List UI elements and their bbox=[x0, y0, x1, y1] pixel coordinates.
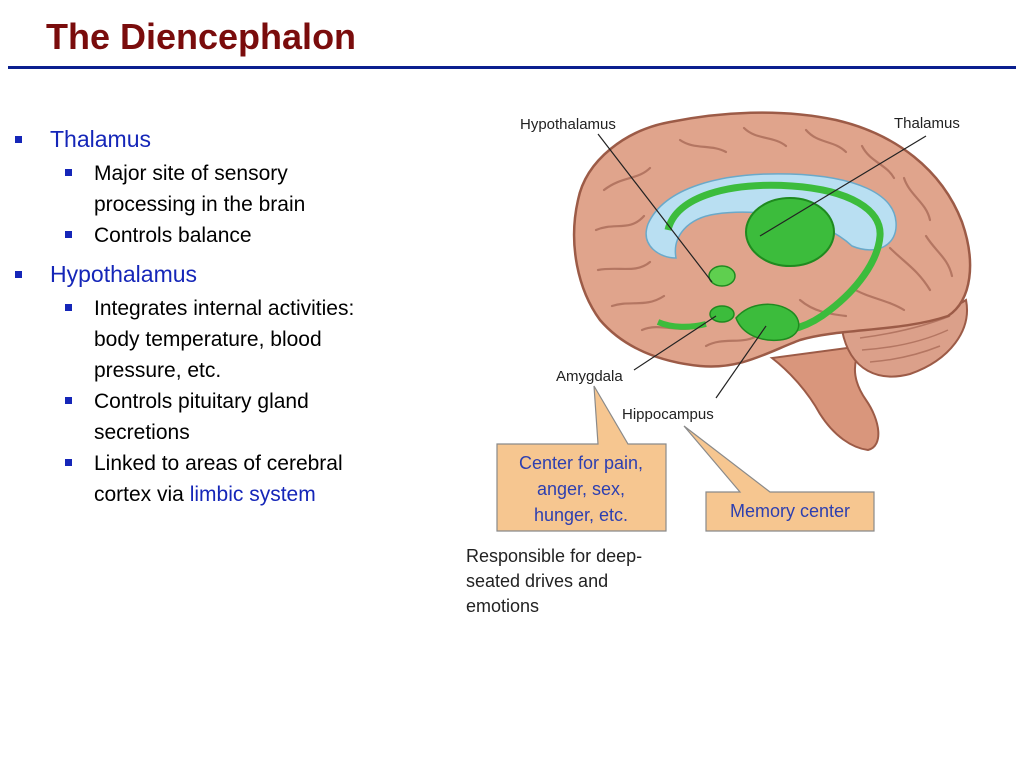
subitem-text: processing in the brain bbox=[94, 193, 306, 216]
bullet-list: Thalamus Major site of sensory processin… bbox=[12, 124, 432, 518]
slide-title: The Diencephalon bbox=[46, 16, 357, 57]
subitem: Controls balance bbox=[12, 220, 432, 251]
subitem-text: Major site of sensory bbox=[94, 162, 288, 185]
limbic-fornix bbox=[664, 181, 884, 334]
label-amygdala: Amygdala bbox=[556, 368, 623, 385]
subitem: Integrates internal activities: body tem… bbox=[12, 293, 432, 386]
bullet-square-icon bbox=[65, 304, 72, 311]
hypothalamus-subitems: Integrates internal activities: body tem… bbox=[12, 293, 432, 510]
callout-pain-line: anger, sex, bbox=[537, 479, 625, 499]
subitem: Linked to areas of cerebral cortex via l… bbox=[12, 448, 432, 510]
thalamus-shape bbox=[745, 197, 835, 267]
callout-pain-line: Center for pain, bbox=[519, 453, 643, 473]
callout-memory-box bbox=[683, 425, 875, 532]
bullet-square-icon bbox=[15, 136, 22, 143]
subitem: Major site of sensory processing in the … bbox=[12, 158, 432, 220]
label-hippocampus: Hippocampus bbox=[622, 406, 714, 423]
label-thalamus: Thalamus bbox=[894, 115, 960, 132]
amygdala-shape bbox=[709, 305, 735, 323]
callout-memory-text: Memory center bbox=[730, 501, 850, 521]
bullet-label: Thalamus bbox=[50, 126, 151, 152]
subitem-text: Controls pituitary gland bbox=[94, 390, 309, 413]
brain-stem bbox=[769, 344, 880, 452]
leader-lines bbox=[597, 133, 927, 399]
limbic-system-highlight: limbic system bbox=[189, 483, 316, 506]
subitem-text: body temperature, blood bbox=[94, 328, 322, 351]
subitem-text: Integrates internal activities: bbox=[94, 297, 355, 320]
subitem-text: cortex via bbox=[94, 483, 190, 506]
bullet-square-icon bbox=[65, 231, 72, 238]
label-hypothalamus: Hypothalamus bbox=[520, 116, 616, 133]
bullet-square-icon bbox=[65, 397, 72, 404]
subitem-text: Linked to areas of cerebral bbox=[94, 452, 343, 475]
title-underline bbox=[8, 66, 1016, 69]
hypothalamus-shape bbox=[708, 265, 736, 287]
caption-line: seated drives and bbox=[466, 571, 608, 591]
callout-pain-box bbox=[496, 385, 667, 532]
bullet-square-icon bbox=[15, 271, 22, 278]
bullet-label: Hypothalamus bbox=[50, 261, 198, 287]
bullet-square-icon bbox=[65, 459, 72, 466]
thalamus-subitems: Major site of sensory processing in the … bbox=[12, 158, 432, 251]
subitem-text: Controls balance bbox=[94, 224, 252, 247]
subitem: Controls pituitary gland secretions bbox=[12, 386, 432, 448]
subitem-text: pressure, etc. bbox=[94, 359, 222, 382]
hippocampus-shape bbox=[735, 303, 800, 342]
subitem-text: secretions bbox=[94, 421, 190, 444]
caption-line: Responsible for deep- bbox=[466, 546, 642, 566]
callout-pain-line: hunger, etc. bbox=[534, 505, 628, 525]
caption-line: emotions bbox=[466, 596, 539, 616]
bullet-hypothalamus: Hypothalamus bbox=[12, 259, 432, 289]
bullet-thalamus: Thalamus bbox=[12, 124, 432, 154]
bullet-square-icon bbox=[65, 169, 72, 176]
